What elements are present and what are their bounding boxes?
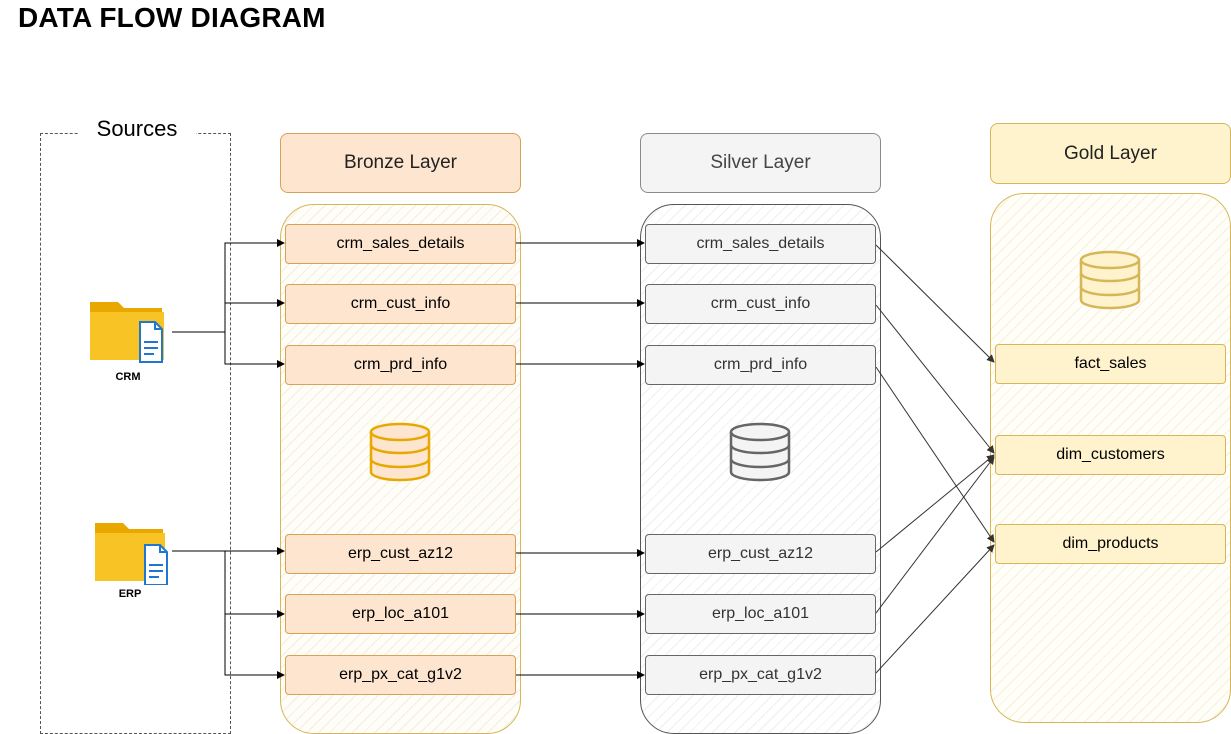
sources-label: Sources	[78, 116, 196, 142]
crm-to-bronze-connectors	[172, 239, 285, 368]
page-title: DATA FLOW DIAGRAM	[18, 2, 326, 33]
bronze-table-crm-cust-info: crm_cust_info	[285, 284, 516, 324]
bronze-table-erp-px-cat-g1v2: erp_px_cat_g1v2	[285, 655, 516, 695]
erp-document-icon	[144, 544, 168, 585]
bronze-to-silver-connectors	[516, 239, 645, 679]
gold-layer-header: Gold Layer	[990, 123, 1231, 184]
erp-to-bronze-connectors	[172, 547, 285, 679]
silver-table-crm-prd-info: crm_prd_info	[645, 345, 876, 385]
silver-database-icon	[729, 422, 791, 482]
silver-table-crm-sales-details: crm_sales_details	[645, 224, 876, 264]
silver-to-gold-connectors	[875, 244, 995, 674]
bronze-database-icon	[369, 422, 431, 482]
crm-document-icon	[139, 321, 163, 363]
erp-folder-icon	[95, 523, 168, 585]
bronze-table-crm-sales-details: crm_sales_details	[285, 224, 516, 264]
bronze-layer-header: Bronze Layer	[280, 133, 521, 193]
crm-folder-icon	[90, 302, 164, 363]
silver-table-crm-cust-info: crm_cust_info	[645, 284, 876, 324]
silver-layer-header: Silver Layer	[640, 133, 881, 193]
gold-database-icon	[1079, 250, 1141, 310]
gold-table-fact-sales: fact_sales	[995, 344, 1226, 384]
silver-table-erp-cust-az12: erp_cust_az12	[645, 534, 876, 574]
bronze-table-crm-prd-info: crm_prd_info	[285, 345, 516, 385]
crm-source-label: CRM	[115, 371, 141, 383]
bronze-table-erp-loc-a101: erp_loc_a101	[285, 594, 516, 634]
gold-table-dim-customers: dim_customers	[995, 435, 1226, 475]
silver-table-erp-loc-a101: erp_loc_a101	[645, 594, 876, 634]
silver-table-erp-px-cat-g1v2: erp_px_cat_g1v2	[645, 655, 876, 695]
gold-table-dim-products: dim_products	[995, 524, 1226, 564]
erp-source-label: ERP	[118, 588, 142, 600]
bronze-table-erp-cust-az12: erp_cust_az12	[285, 534, 516, 574]
